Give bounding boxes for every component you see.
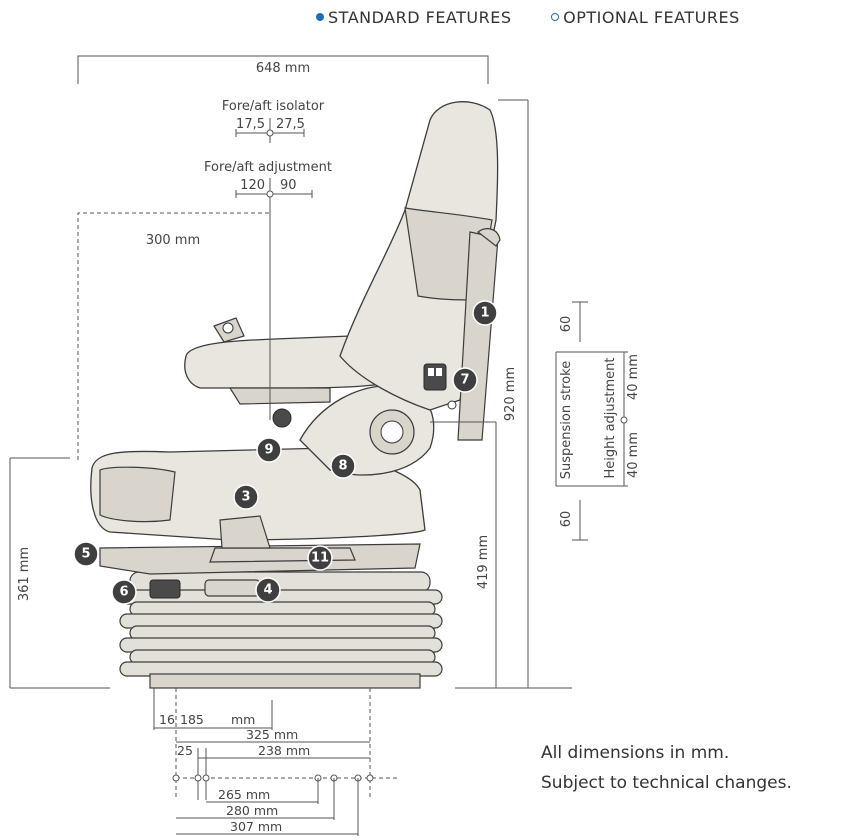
- base-height-label: 419 mm: [476, 535, 491, 589]
- suspension-bellows: [119, 571, 443, 689]
- note-changes: Subject to technical changes.: [541, 773, 792, 793]
- svg-text:8: 8: [338, 459, 347, 474]
- suspension-label: Suspension stroke: [559, 361, 574, 479]
- note-dimensions: All dimensions in mm.: [541, 743, 730, 763]
- feature-badge-1[interactable]: 1: [472, 300, 498, 326]
- feature-badges: 1 3 4 5 6 7 8 9 11: [73, 300, 498, 605]
- adjustment-left: 120: [240, 178, 265, 193]
- dimension-labels: 648 mm Fore/aft isolator 17,5 27,5 Fore/…: [17, 61, 641, 834]
- isolator-left: 17,5: [236, 117, 265, 132]
- adjustment-title: Fore/aft adjustment: [204, 160, 332, 175]
- mount-25-label: 25: [177, 743, 193, 758]
- mount-307-label: 307 mm: [230, 819, 282, 834]
- height-adj-bottom-label: 40 mm: [626, 432, 641, 478]
- feature-badge-11[interactable]: 11: [307, 545, 333, 571]
- height-adj-top-label: 40 mm: [626, 354, 641, 400]
- legend-optional: OPTIONAL FEATURES: [551, 8, 740, 27]
- suspension-bottom-label: 60: [559, 511, 574, 528]
- base-width-unit: mm: [231, 712, 255, 727]
- svg-text:9: 9: [264, 443, 273, 458]
- seat-illustration: [90, 101, 501, 689]
- mount-325-label: 325 mm: [246, 727, 298, 742]
- svg-text:11: 11: [311, 551, 329, 566]
- overall-width-label: 648 mm: [256, 61, 310, 76]
- isolator-right: 27,5: [276, 117, 305, 132]
- svg-text:6: 6: [119, 585, 128, 600]
- base-offset-label: 16: [159, 712, 175, 727]
- base-width-label: 185: [180, 712, 204, 727]
- feature-badge-4[interactable]: 4: [255, 577, 281, 603]
- adjustment-right: 90: [280, 178, 297, 193]
- isolator-title: Fore/aft isolator: [222, 99, 325, 114]
- mount-238-label: 238 mm: [258, 743, 310, 758]
- svg-text:4: 4: [263, 583, 272, 598]
- svg-text:5: 5: [81, 547, 90, 562]
- feature-badge-8[interactable]: 8: [330, 453, 356, 479]
- mount-265-label: 265 mm: [218, 787, 270, 802]
- suspension-top-label: 60: [559, 316, 574, 333]
- svg-text:1: 1: [480, 306, 489, 321]
- svg-text:3: 3: [241, 490, 250, 505]
- height-adjustment-label: Height adjustment: [603, 357, 618, 478]
- svg-text:7: 7: [460, 373, 469, 388]
- feature-badge-9[interactable]: 9: [256, 437, 282, 463]
- feature-badge-6[interactable]: 6: [111, 579, 137, 605]
- dimension-lines: [9, 55, 628, 836]
- feature-badge-3[interactable]: 3: [233, 484, 259, 510]
- overall-height-label: 920 mm: [503, 367, 518, 421]
- hollow-dot-icon: [551, 13, 560, 21]
- mount-280-label: 280 mm: [226, 803, 278, 818]
- feature-badge-5[interactable]: 5: [73, 541, 99, 567]
- feature-legend: STANDARD FEATURES OPTIONAL FEATURES: [316, 8, 774, 27]
- feature-badge-7[interactable]: 7: [452, 367, 478, 393]
- left-height-label: 361 mm: [17, 547, 32, 601]
- legend-standard: STANDARD FEATURES: [316, 8, 512, 27]
- filled-dot-icon: [316, 13, 324, 21]
- footnotes: All dimensions in mm. Subject to technic…: [541, 738, 792, 798]
- seat-depth-label: 300 mm: [146, 233, 200, 248]
